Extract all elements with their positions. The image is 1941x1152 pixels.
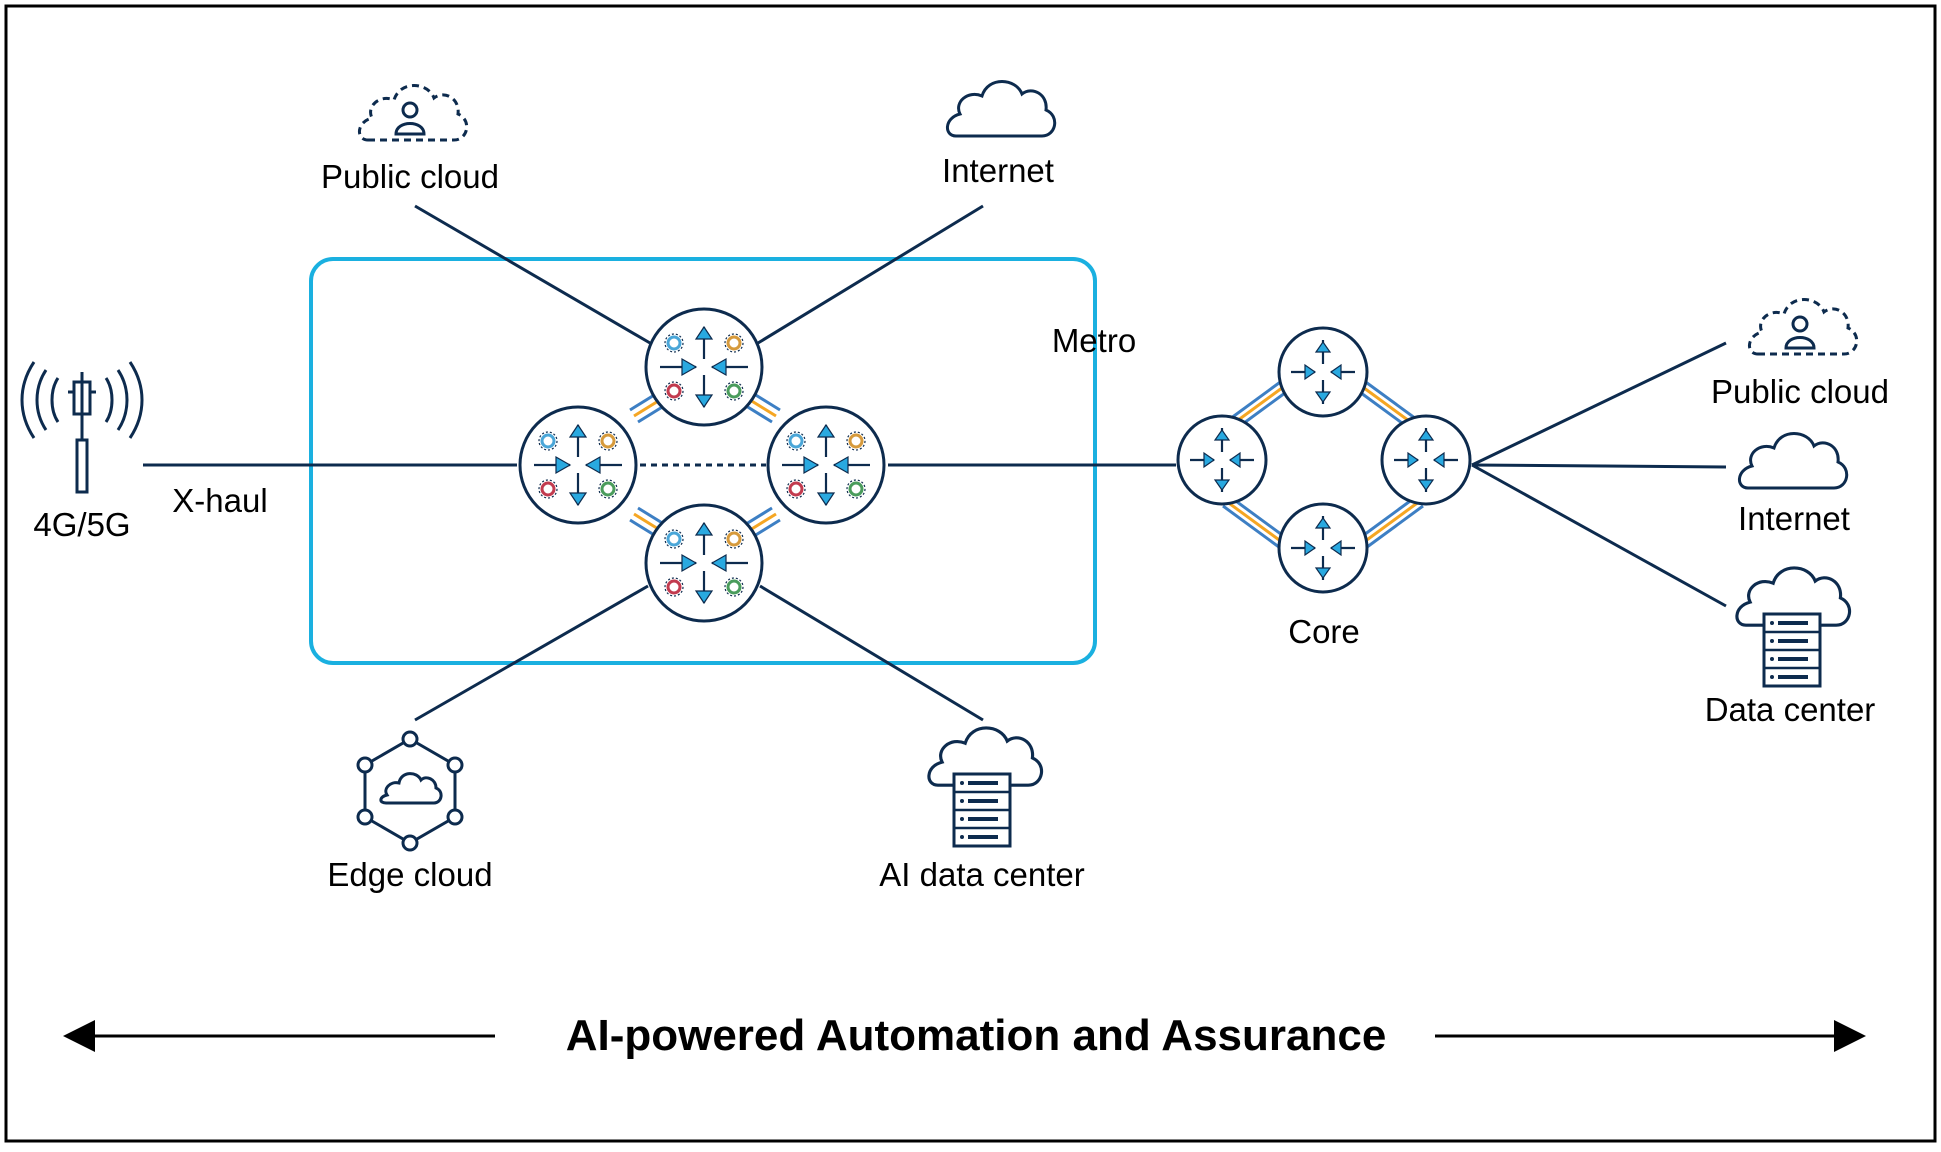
outer-frame <box>4 4 1937 1143</box>
core-router-right-icon <box>1380 414 1472 506</box>
metro-router-left-icon <box>520 407 636 523</box>
metro-router-top-icon <box>646 309 762 425</box>
public-cloud-right-icon <box>1747 298 1859 356</box>
connection-lines <box>143 204 1727 722</box>
core-router-top-icon <box>1277 326 1369 418</box>
metro-router-right-icon <box>768 407 884 523</box>
metro-router-bottom-icon <box>646 505 762 621</box>
ai-data-center-icon <box>927 726 1044 848</box>
label-4g-5g: 4G/5G <box>33 506 130 543</box>
arrow-left-icon <box>63 1020 95 1052</box>
metro-region <box>309 257 1097 665</box>
core-router-left-icon <box>1176 414 1268 506</box>
label-metro: Metro <box>1052 322 1136 359</box>
label-edge-cloud: Edge cloud <box>327 856 492 893</box>
label-ai-data-center: AI data center <box>879 856 1084 893</box>
label-public-cloud-top: Public cloud <box>321 158 499 195</box>
label-internet-top: Internet <box>942 152 1054 189</box>
edge-cloud-icon <box>356 730 464 852</box>
label-internet-right: Internet <box>1738 500 1850 537</box>
cell-tower-icon <box>20 361 144 494</box>
label-data-center-right: Data center <box>1705 691 1876 728</box>
internet-right-icon <box>1737 432 1849 490</box>
label-public-cloud-right: Public cloud <box>1711 373 1889 410</box>
label-core: Core <box>1288 613 1360 650</box>
data-center-right-icon <box>1735 566 1852 688</box>
label-x-haul: X-haul <box>172 482 267 519</box>
core-router-bottom-icon <box>1277 502 1369 594</box>
automation-banner: AI-powered Automation and Assurance <box>63 1011 1866 1060</box>
public-cloud-top-icon <box>357 84 469 142</box>
internet-top-icon <box>945 80 1057 138</box>
banner-title: AI-powered Automation and Assurance <box>566 1011 1387 1060</box>
arrow-right-icon <box>1834 1020 1866 1052</box>
